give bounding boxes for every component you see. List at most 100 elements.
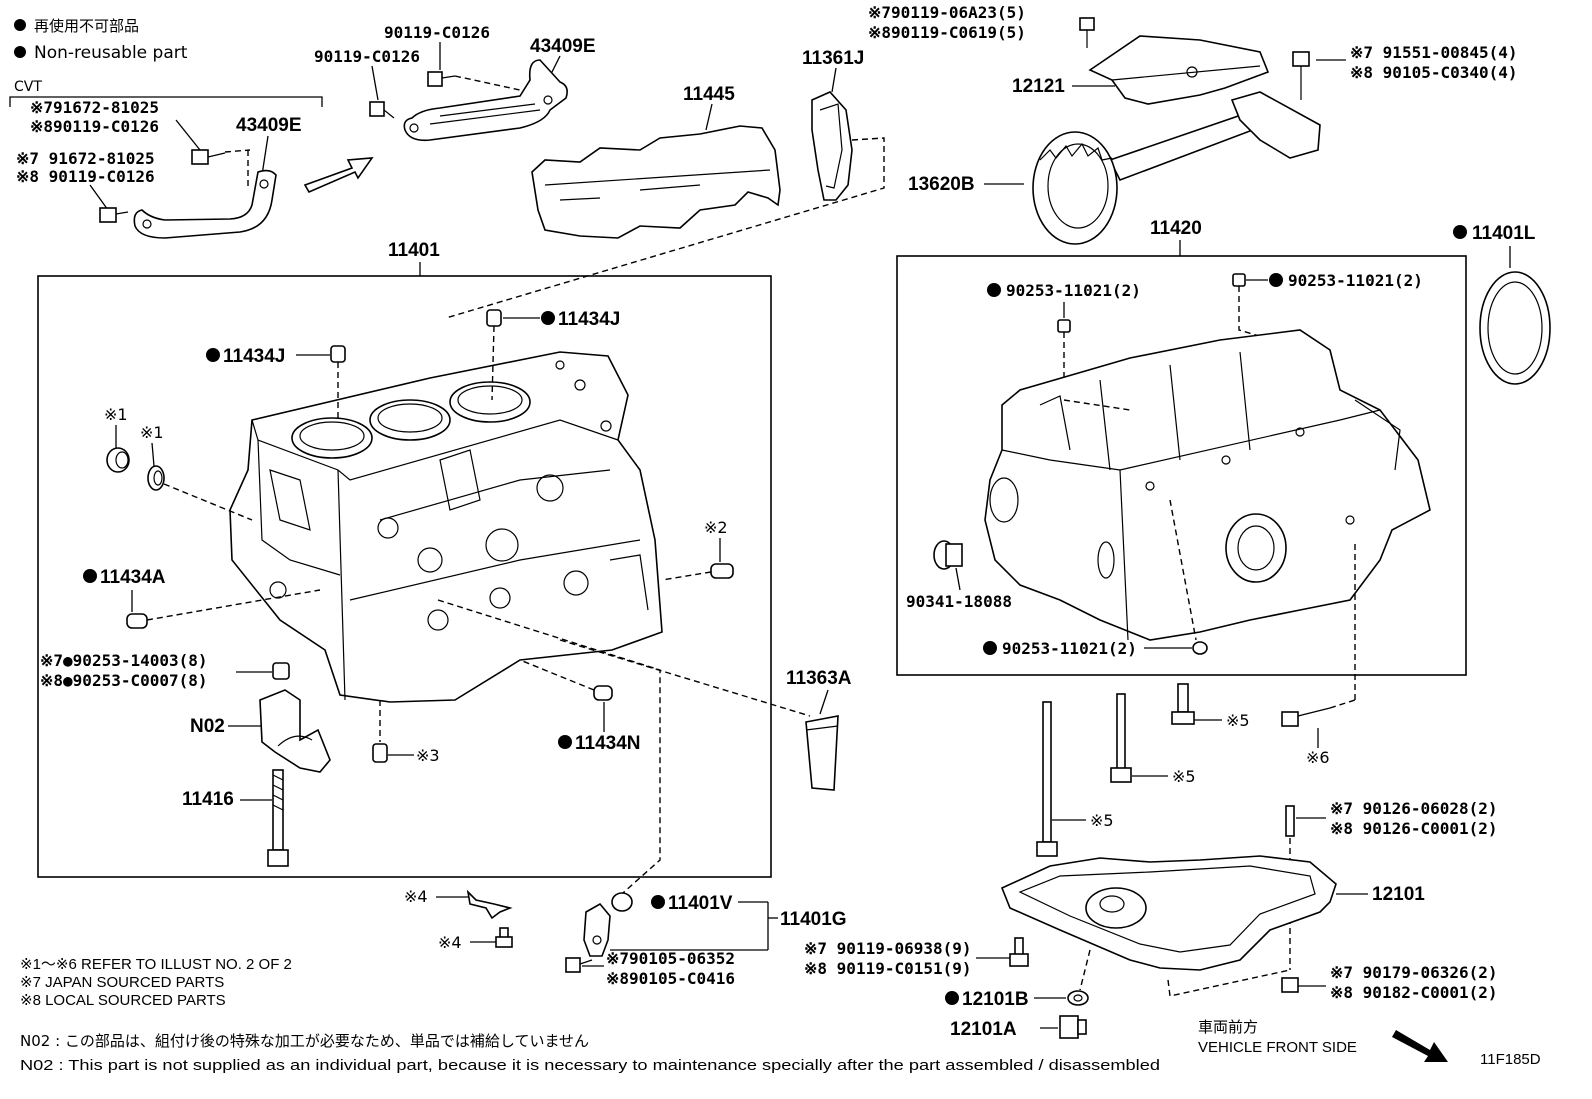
dowel-icon xyxy=(710,563,734,579)
legend-non-reusable-ja: 再使用不可部品 xyxy=(34,17,139,35)
part-11420-label: 11420 xyxy=(1150,218,1202,239)
note-n02-ja: N02 : この部品は、組付け後の特殊な加工が必要なため、単品では補給していませ… xyxy=(20,1032,589,1050)
note-local: ※8 LOCAL SOURCED PARTS xyxy=(20,992,226,1009)
part-11401L-label: 11401L xyxy=(1472,223,1536,244)
cover-11445-detail xyxy=(544,169,771,201)
cvt-bolt-label-2a: ※7 91672-81025 xyxy=(16,149,155,168)
dowel-icon xyxy=(272,662,290,680)
part-11361J-label: 11361J xyxy=(802,48,864,69)
drain-plug-12101A-icon xyxy=(1059,1015,1087,1039)
leader xyxy=(705,103,713,131)
part-90253-C0007-label: ※8●90253-C0007(8) xyxy=(40,671,208,690)
part-90126-06028-label: ※7 90126-06028(2) xyxy=(1330,799,1498,818)
non-reusable-bullet-icon xyxy=(987,283,1001,297)
alignment-dashed-line xyxy=(437,599,661,901)
part-43409E-left-label: 43409E xyxy=(236,115,302,136)
part-11416-label: 11416 xyxy=(182,789,234,810)
part-12101-label: 12101 xyxy=(1372,884,1425,905)
alignment-dashed-line xyxy=(1079,949,1091,991)
legend-non-reusable-en: Non-reusable part xyxy=(34,43,188,63)
leader xyxy=(819,689,829,715)
cvt-bolt-icon xyxy=(191,149,226,165)
dowel-icon xyxy=(1057,319,1071,333)
baffle-detail xyxy=(1111,65,1261,81)
leader xyxy=(955,567,961,591)
direction-arrow-icon xyxy=(303,157,374,194)
alignment-dashed-line xyxy=(1329,699,1356,709)
non-reusable-bullet-icon xyxy=(945,991,959,1005)
diagram-code: 11F185D xyxy=(1480,1051,1541,1068)
part-90119-C0126-label-a: 90119-C0126 xyxy=(384,23,490,42)
bolt-icon xyxy=(1292,51,1310,100)
part-90105-C0340-label: ※8 90105-C0340(4) xyxy=(1350,63,1518,82)
cvt-bolt-label-1a: ※791672-81025 xyxy=(30,98,159,117)
bracket-ribs xyxy=(429,103,541,125)
alignment-dashed-line xyxy=(1169,499,1197,641)
part-11363A-label: 11363A xyxy=(786,668,852,689)
dowel-11434J-icon xyxy=(486,309,502,327)
part-11434J-label-b: 11434J xyxy=(223,346,285,367)
vehicle-front-en: VEHICLE FRONT SIDE xyxy=(1198,1039,1357,1056)
dowel-11434N-icon xyxy=(593,685,613,701)
alignment-dashed-line xyxy=(454,75,521,91)
alignment-dashed-line xyxy=(559,639,811,717)
ref-1-label-b: ※1 xyxy=(140,423,164,442)
oil-pan-12101 xyxy=(1000,855,1337,971)
alignment-dashed-line xyxy=(1063,399,1131,411)
bolt-11416-icon xyxy=(267,769,289,867)
part-90119-06938-label: ※7 90119-06938(9) xyxy=(804,939,972,958)
ref-5-label-a: ※5 xyxy=(1226,711,1250,730)
ref-6-label: ※6 xyxy=(1306,748,1330,767)
ref-4-label-b: ※4 xyxy=(438,933,462,952)
stud-bolt-icon xyxy=(1110,693,1132,783)
cvt-bolt-label-1b: ※890119-C0126 xyxy=(30,117,159,136)
bearing-cap-detail xyxy=(277,735,313,747)
part-11401V-label: 11401V xyxy=(668,893,733,914)
leader xyxy=(371,65,379,101)
baffle-plate-12121 xyxy=(1088,35,1270,105)
oil-jet-11401G xyxy=(583,902,611,957)
part-90182-label: ※8 90182-C0001(2) xyxy=(1330,983,1498,1002)
cvt-label: CVT xyxy=(14,79,42,95)
part-11445-label: 11445 xyxy=(683,84,735,105)
part-11434J-label-a: 11434J xyxy=(558,309,620,330)
part-90119-C0126-label-b: 90119-C0126 xyxy=(314,47,420,66)
screen-detail xyxy=(805,725,839,731)
non-reusable-bullet-icon xyxy=(83,569,97,583)
dowel-icon xyxy=(372,743,388,763)
plug-icon xyxy=(106,447,130,473)
alignment-dashed-line xyxy=(445,137,885,319)
part-90179-label: ※7 90179-06326(2) xyxy=(1330,963,1498,982)
part-90119-C0619-label: ※890119-C0619(5) xyxy=(868,23,1026,42)
bolt-icon xyxy=(427,71,456,87)
part-11434A-label: 11434A xyxy=(100,567,166,588)
bolt-icon xyxy=(1079,17,1095,48)
alignment-dashed-line xyxy=(661,571,712,581)
part-90253-top-left-label: 90253-11021(2) xyxy=(1006,281,1141,300)
dowel-11434A-icon xyxy=(126,613,148,629)
non-reusable-bullet-icon xyxy=(1453,225,1467,239)
part-90126-C0001-label: ※8 90126-C0001(2) xyxy=(1330,819,1498,838)
bolt-icon xyxy=(369,101,395,119)
part-90253-bottom-label: 90253-11021(2) xyxy=(1002,639,1137,658)
stud-icon xyxy=(1285,805,1295,837)
ref-3-label: ※3 xyxy=(416,746,440,765)
leader xyxy=(831,67,837,93)
ref-2-label: ※2 xyxy=(704,518,728,537)
part-13620B-label: 13620B xyxy=(908,174,975,195)
screen-11363A xyxy=(805,715,839,791)
part-90119-06A23-label: ※790119-06A23(5) xyxy=(868,3,1026,22)
non-reusable-bullet-icon xyxy=(558,735,572,749)
note-n02-en: N02 : This part is not supplied as an in… xyxy=(20,1057,1160,1074)
part-12101A-label: 12101A xyxy=(950,1019,1017,1040)
cylinder-block-box xyxy=(37,275,772,878)
leader xyxy=(175,119,201,151)
gasket-12101B-icon xyxy=(1067,990,1089,1006)
bolt-icon xyxy=(565,957,593,973)
stud-bolt-icon xyxy=(1036,701,1058,857)
ref-4-label-a: ※4 xyxy=(404,887,428,906)
balance-shaft-13620B xyxy=(1032,91,1321,245)
alignment-dashed-line xyxy=(1238,286,1301,349)
part-43409E-right-label: 43409E xyxy=(530,36,596,57)
